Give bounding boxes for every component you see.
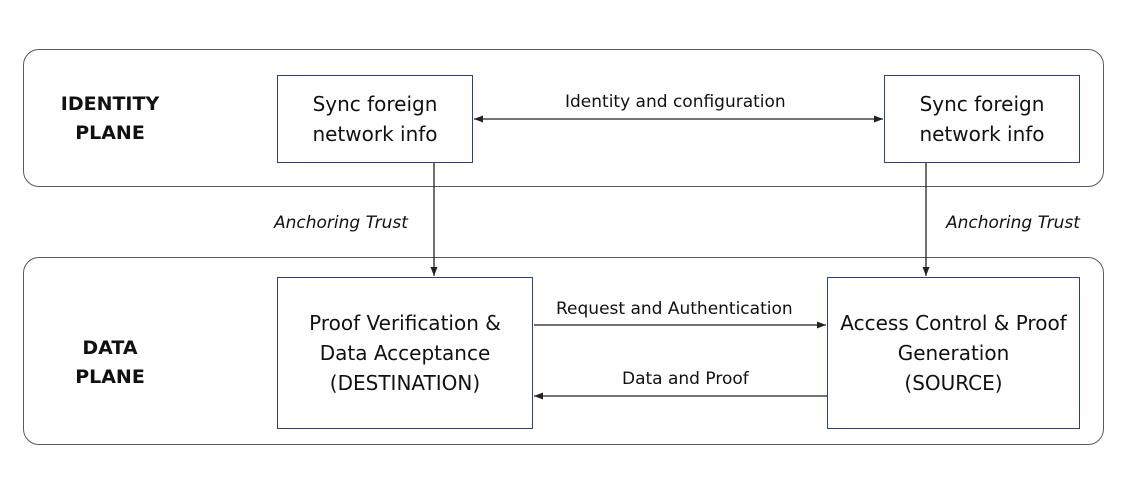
destination-node: Proof Verification & Data Acceptance (DE… [277, 277, 533, 429]
sync-foreign-network-info-right-node: Sync foreign network info [884, 75, 1080, 163]
data-plane-label: DATA PLANE [75, 337, 145, 388]
identity-config-label: Identity and configuration [565, 92, 786, 112]
sync-left-text: Sync foreign network info [312, 92, 438, 146]
sync-right-text: Sync foreign network info [919, 92, 1045, 146]
source-text: Access Control & Proof Generation (SOURC… [840, 311, 1067, 395]
destination-text: Proof Verification & Data Acceptance (DE… [309, 311, 501, 395]
request-auth-label: Request and Authentication [556, 299, 793, 319]
anchoring-trust-left-label: Anchoring Trust [274, 213, 408, 233]
identity-plane-label: IDENTITY PLANE [60, 93, 160, 144]
anchoring-trust-right-label: Anchoring Trust [946, 213, 1080, 233]
sync-foreign-network-info-left-node: Sync foreign network info [277, 75, 473, 163]
source-node: Access Control & Proof Generation (SOURC… [827, 277, 1080, 429]
data-proof-label: Data and Proof [622, 369, 749, 389]
